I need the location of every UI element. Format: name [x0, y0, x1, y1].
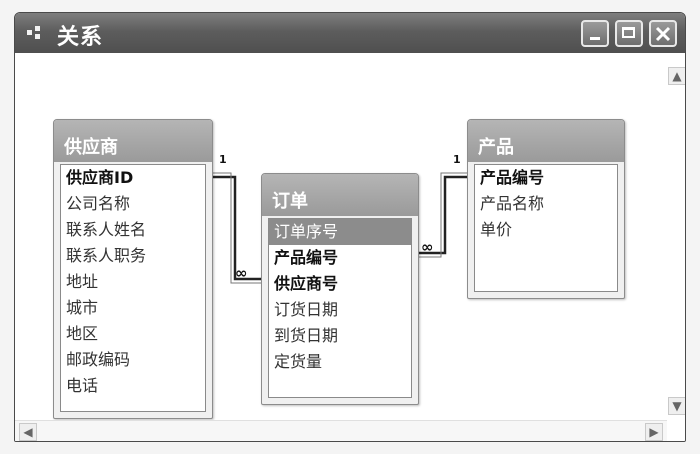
scroll-left-button[interactable]: ◀ — [19, 423, 37, 441]
field-item[interactable]: 供应商号 — [274, 274, 339, 293]
close-button[interactable] — [649, 20, 677, 47]
field-item[interactable]: 产品名称 — [480, 194, 545, 213]
field-item[interactable]: 邮政编码 — [66, 350, 131, 369]
one-label: 1 — [453, 153, 461, 166]
relationship-line-supplier[interactable] — [213, 172, 261, 284]
scroll-right-button[interactable]: ▶ — [645, 423, 663, 441]
table-title[interactable]: 产品 — [468, 120, 624, 162]
table-suppliers[interactable]: 供应商 供应商ID 公司名称 联系人姓名 联系人职务 地址 城市 地区 邮政编码… — [53, 119, 213, 419]
table-orders[interactable]: 订单 订单序号 产品编号 供应商号 订货日期 到货日期 定货量 — [261, 173, 419, 405]
field-item[interactable]: 联系人职务 — [66, 246, 147, 265]
field-list: 产品编号 产品名称 单价 — [474, 164, 618, 292]
field-item[interactable]: 订货日期 — [274, 300, 339, 319]
field-item[interactable]: 定货量 — [274, 352, 323, 371]
field-item[interactable]: 产品编号 — [480, 168, 545, 187]
window-title: 关系 — [57, 25, 104, 50]
scroll-down-button[interactable]: ▼ — [668, 397, 685, 415]
field-item[interactable]: 到货日期 — [274, 326, 339, 345]
many-label: ∞ — [421, 238, 434, 256]
field-item[interactable]: 联系人姓名 — [66, 220, 147, 239]
relationships-window: 关系 1 ∞ 1 ∞ 供应商 — [14, 12, 686, 442]
field-item[interactable]: 电话 — [66, 376, 99, 395]
close-icon — [655, 26, 671, 42]
title-bar[interactable]: 关系 — [15, 13, 685, 53]
field-item[interactable]: 地区 — [66, 324, 99, 343]
field-item[interactable]: 公司名称 — [66, 194, 131, 213]
one-label: 1 — [219, 153, 227, 166]
field-item[interactable]: 供应商ID — [66, 168, 134, 187]
field-item[interactable]: 城市 — [66, 298, 99, 317]
field-item-selected[interactable]: 订单序号 — [269, 219, 411, 245]
many-label: ∞ — [235, 264, 248, 282]
table-products[interactable]: 产品 产品编号 产品名称 单价 — [467, 119, 625, 299]
field-item[interactable]: 产品编号 — [274, 248, 339, 267]
horizontal-scrollbar[interactable]: ◀ ▶ — [15, 420, 667, 441]
relationships-canvas: 1 ∞ 1 ∞ 供应商 供应商ID 公司名称 联系人姓名 联系人职务 地址 城市… — [15, 53, 685, 441]
maximize-button[interactable] — [615, 20, 643, 47]
table-title[interactable]: 订单 — [262, 174, 418, 216]
table-title[interactable]: 供应商 — [54, 120, 212, 162]
minimize-button[interactable] — [581, 20, 609, 47]
relationship-lines — [213, 172, 467, 284]
system-menu-icon[interactable] — [27, 26, 43, 40]
field-item[interactable]: 地址 — [66, 272, 99, 291]
relationship-line-product[interactable] — [419, 172, 467, 258]
scroll-up-button[interactable]: ▲ — [668, 67, 685, 85]
field-item[interactable]: 单价 — [480, 220, 513, 239]
field-list: 订单序号 产品编号 供应商号 订货日期 到货日期 定货量 — [268, 218, 412, 398]
vertical-scrollbar[interactable]: ▲ ▼ — [667, 63, 685, 415]
field-list: 供应商ID 公司名称 联系人姓名 联系人职务 地址 城市 地区 邮政编码 电话 — [60, 164, 206, 412]
